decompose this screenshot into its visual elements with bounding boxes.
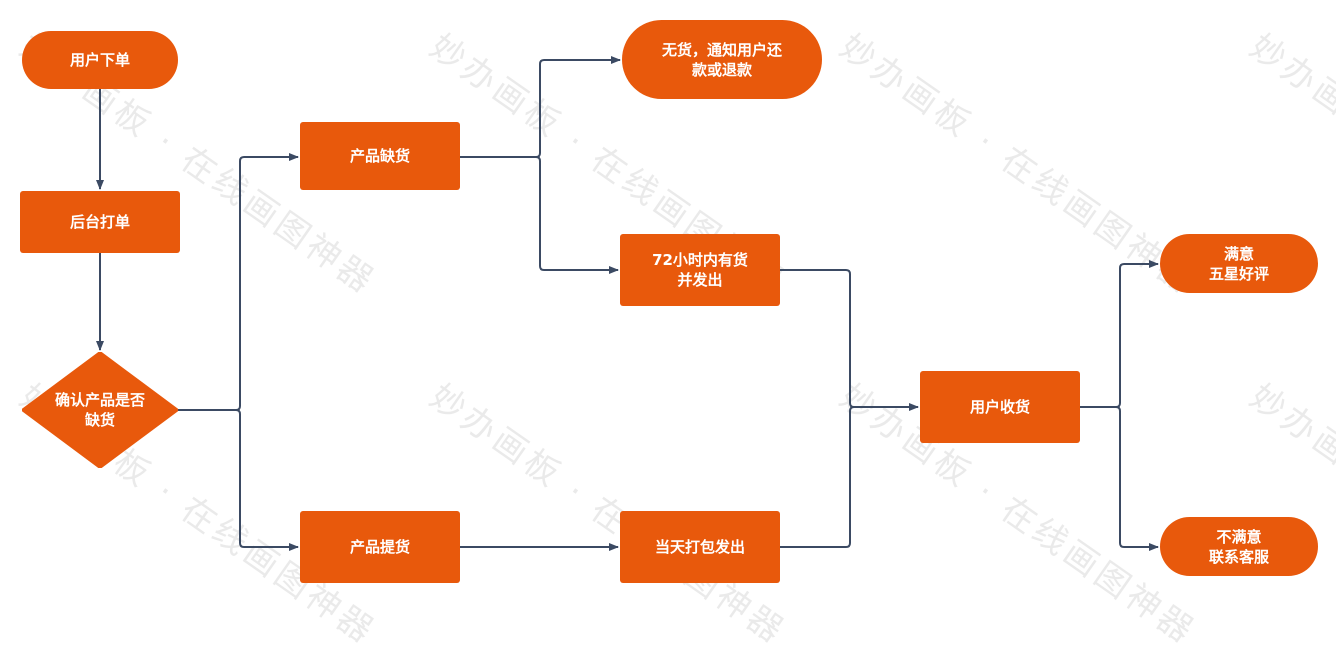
node-user-order[interactable]: 用户下单 <box>22 31 178 89</box>
node-check-stock-decision[interactable]: 确认产品是否缺货 <box>22 352 178 468</box>
node-refund[interactable]: 无货，通知用户还款或退款 <box>622 20 822 99</box>
node-label: 当天打包发出 <box>654 538 745 556</box>
node-label: 联系客服 <box>1208 547 1269 566</box>
node-unsatisfied[interactable]: 不满意联系客服 <box>1160 517 1318 576</box>
node-label: 用户下单 <box>69 51 130 69</box>
node-label: 确认产品是否 <box>54 391 145 409</box>
edge-outofstock-refund <box>460 56 621 158</box>
node-label: 无货，通知用户还 <box>661 40 782 59</box>
node-same-day-ship[interactable]: 当天打包发出 <box>620 511 780 583</box>
node-label: 产品提货 <box>349 538 410 556</box>
edge-check-outofstock <box>178 153 299 411</box>
edge-sameday-receive <box>780 406 855 548</box>
node-user-receive[interactable]: 用户收货 <box>920 371 1080 443</box>
diamond-shape <box>22 352 178 468</box>
node-label: 并发出 <box>677 271 723 289</box>
edge-outofstock-restock <box>535 156 619 274</box>
node-label: 满意 <box>1223 244 1254 263</box>
node-label: 缺货 <box>84 411 115 429</box>
edge-check-pickup <box>235 409 299 551</box>
edge-receive-unsatisfied <box>1115 406 1159 551</box>
node-label: 款或退款 <box>691 60 752 79</box>
node-label: 不满意 <box>1216 527 1262 546</box>
node-backend-print[interactable]: 后台打单 <box>20 191 180 253</box>
node-label: 五星好评 <box>1208 264 1269 283</box>
edges-layer <box>96 56 1159 551</box>
node-product-pickup[interactable]: 产品提货 <box>300 511 460 583</box>
node-satisfied[interactable]: 满意五星好评 <box>1160 234 1318 293</box>
node-out-of-stock[interactable]: 产品缺货 <box>300 122 460 190</box>
node-label: 后台打单 <box>69 213 130 231</box>
node-restock-72h[interactable]: 72小时内有货并发出 <box>620 234 780 306</box>
edge-restock-receive <box>780 269 919 411</box>
edge-receive-satisfied <box>1080 260 1159 408</box>
node-label: 用户收货 <box>969 398 1030 416</box>
node-label: 产品缺货 <box>349 147 410 165</box>
node-label: 72小时内有货 <box>652 251 748 269</box>
